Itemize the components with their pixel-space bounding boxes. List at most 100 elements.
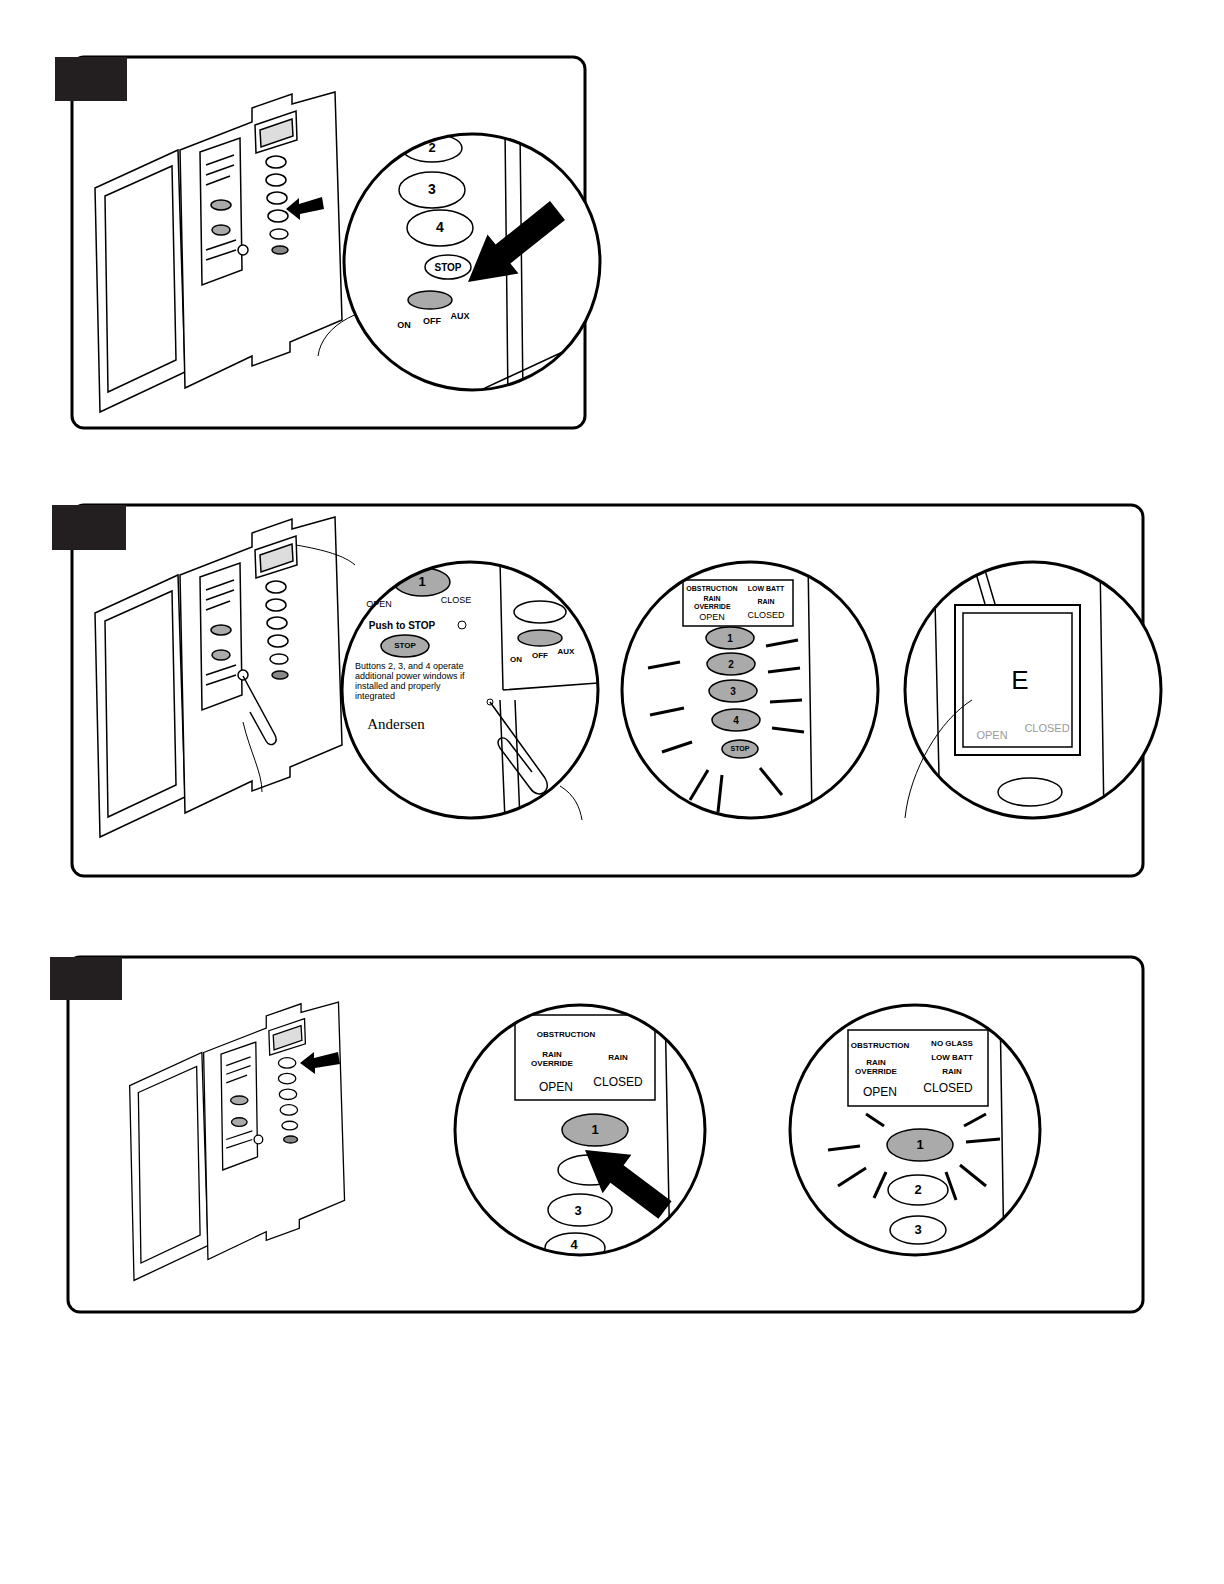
zoom-circle: [905, 562, 1161, 818]
keypad-button: [562, 1114, 628, 1146]
flash-line: [662, 742, 692, 752]
zoom-ground: [622, 562, 878, 818]
button-number: 2: [428, 141, 435, 155]
status-label: OPEN: [699, 613, 725, 623]
status-label: CLOSED: [593, 1076, 642, 1089]
step-panel: [68, 957, 1143, 1312]
keypad-overview: [95, 92, 342, 412]
keypad-button: [709, 680, 757, 702]
button-number: 4: [436, 220, 444, 235]
keypad-button: [407, 210, 473, 246]
instruction-text: Push to STOP: [369, 620, 436, 631]
keypad-button: [888, 1175, 948, 1205]
stop-button: [514, 601, 566, 623]
button-number: 1: [418, 575, 425, 589]
keypad-button: [706, 627, 754, 649]
step-badge: [55, 57, 127, 101]
flash-line: [966, 1139, 1000, 1142]
status-label: RAIN OVERRIDE: [694, 595, 730, 610]
status-label: RAIN OVERRIDE: [854, 1059, 898, 1077]
stop-button: [381, 635, 429, 657]
status-label: OPEN: [863, 1086, 897, 1099]
button-number: 3: [428, 182, 436, 197]
leader-line: [905, 700, 972, 818]
status-label: NO GLASS: [931, 1040, 973, 1049]
keypad-button: [707, 653, 755, 675]
display-window: [683, 580, 793, 626]
flash-line: [760, 768, 782, 795]
switch-label: OFF: [423, 317, 441, 327]
housing-edge: [935, 560, 1104, 820]
button-number: 2: [728, 659, 734, 670]
button-number: 2: [914, 1183, 921, 1197]
zoom-circle: [790, 1005, 1040, 1255]
keypad-button: [890, 1216, 946, 1244]
pointer-arrow: [286, 197, 324, 220]
paperclip: [243, 676, 276, 745]
zoom-detail: [790, 1005, 1040, 1260]
button-caption: CLOSE: [441, 596, 472, 606]
switch-label: AUX: [450, 312, 469, 322]
zoom-detail: [455, 1005, 705, 1263]
status-label: CLOSED: [923, 1082, 972, 1095]
keypad-button: [712, 709, 760, 731]
status-label: OBSTRUCTION: [851, 1042, 910, 1051]
paperclip: [490, 702, 547, 794]
flash-line: [718, 775, 722, 812]
button-number: 4: [570, 1238, 577, 1252]
button-label: STOP: [731, 745, 750, 753]
status-label: RAIN OVERRIDE: [530, 1051, 574, 1069]
leader-line: [296, 545, 355, 565]
flash-line: [768, 668, 800, 672]
housing-edge: [808, 560, 812, 820]
flash-line: [946, 1172, 956, 1200]
switch-label: ON: [510, 656, 522, 665]
keypad-overview: [95, 517, 342, 837]
flash-lines: [648, 640, 804, 812]
switch-label: AUX: [558, 648, 575, 657]
status-label: CLOSED: [1024, 722, 1069, 734]
leader-line: [560, 786, 582, 820]
instruction-text: Buttons 2, 3, and 4 operate additional p…: [355, 662, 475, 702]
step-badge: [52, 505, 126, 550]
step-panel: [72, 505, 1143, 876]
zoom-circle: [344, 134, 600, 390]
flash-line: [766, 640, 798, 646]
display-code: E: [1011, 666, 1028, 695]
button-number: 3: [574, 1204, 581, 1218]
zoom-ground: [905, 562, 1161, 818]
housing-edge: [500, 560, 610, 820]
button-caption: OPEN: [366, 600, 392, 610]
zoom-ground: [342, 562, 598, 818]
zoom-detail: [622, 560, 878, 820]
cable: [972, 560, 995, 604]
zoom-circle: [342, 562, 598, 818]
flash-line: [690, 770, 708, 800]
flash-line: [866, 1114, 884, 1126]
reset-hole: [458, 621, 466, 629]
button-label: STOP: [434, 262, 461, 273]
step-badge: [50, 957, 122, 1000]
status-label: RAIN: [608, 1054, 628, 1063]
flash-line: [964, 1114, 986, 1126]
flash-line: [770, 700, 802, 702]
pointer-arrow: [585, 1150, 672, 1219]
leader-line: [243, 722, 262, 792]
button-label: STOP: [394, 642, 416, 651]
display-frame: [955, 605, 1080, 755]
flash-line: [838, 1168, 866, 1186]
stop-button: [722, 740, 758, 758]
pointer-arrow: [468, 201, 565, 282]
keypad-overview: [130, 1002, 345, 1280]
keypad-button: [887, 1129, 953, 1161]
display-window: [963, 613, 1072, 747]
flash-line: [960, 1165, 986, 1186]
zoom-ground: [344, 134, 600, 390]
flash-line: [874, 1172, 886, 1198]
flash-line: [648, 662, 680, 668]
zoom-detail: [905, 560, 1161, 820]
status-label: OBSTRUCTION: [686, 585, 737, 593]
status-label: OBSTRUCTION: [537, 1031, 596, 1040]
